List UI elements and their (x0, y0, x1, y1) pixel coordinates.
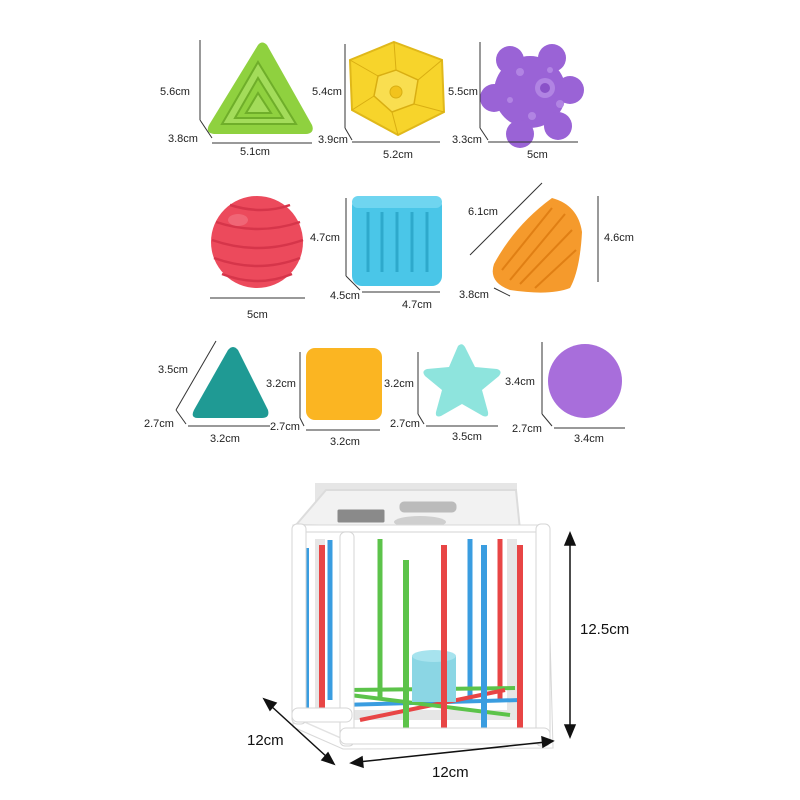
pentagon-height-label: 5.4cm (312, 86, 342, 98)
flat-circle-width-label: 3.4cm (574, 433, 604, 445)
flat-triangle-shape (192, 347, 269, 418)
pentagon-depth-label: 3.9cm (318, 134, 348, 146)
triangle-height-label: 5.6cm (160, 86, 190, 98)
flat-star-depth-label: 2.7cm (390, 418, 420, 430)
cube-height-label: 4.7cm (310, 232, 340, 244)
flat-square-height-label: 3.2cm (266, 378, 296, 390)
flat-circle-shape (548, 344, 622, 418)
flat-triangle-width-label: 3.2cm (210, 433, 240, 445)
flat-triangle-dimension-lines (175, 340, 270, 427)
triangle-dimension-lines (199, 40, 312, 144)
flat-triangle-height-label: 3.5cm (158, 364, 188, 376)
flat-star-height-label: 3.2cm (384, 378, 414, 390)
pentagon-shape (348, 40, 446, 137)
shell-height-label: 4.6cm (604, 232, 634, 244)
cube-toy-width-label: 12cm (432, 764, 469, 781)
flat-square-dimension-lines (299, 352, 380, 431)
triangle-depth-label: 3.8cm (168, 133, 198, 145)
cube-toy-height-label: 12.5cm (580, 621, 630, 638)
flat-triangle-depth-label: 2.7cm (144, 418, 174, 430)
flat-circle-dimension-lines (541, 342, 625, 429)
cube-width-label: 4.7cm (402, 299, 432, 311)
shell-length-label: 6.1cm (468, 206, 498, 218)
flower-shape (480, 44, 584, 148)
shell-dimension-lines (469, 182, 599, 297)
flower-height-label: 5.5cm (448, 86, 478, 98)
flat-circle-height-label: 3.4cm (505, 376, 535, 388)
shape-sorter-cube (291, 483, 554, 750)
cube-shape (352, 196, 442, 286)
cube-dimension-lines (345, 198, 440, 293)
flower-dimension-lines (479, 42, 578, 143)
flat-square-shape (306, 348, 382, 420)
flat-star-shape (423, 344, 501, 417)
flat-circle-depth-label: 2.7cm (512, 423, 542, 435)
flower-width-label: 5cm (527, 149, 548, 161)
flat-square-depth-label: 2.7cm (270, 421, 300, 433)
cube-toy-dimension-arrows (262, 531, 577, 769)
cube-toy-depth-label: 12cm (247, 732, 284, 749)
triangle-width-label: 5.1cm (240, 146, 270, 158)
shell-shape (492, 198, 582, 293)
ball-shape (211, 196, 304, 288)
pentagon-width-label: 5.2cm (383, 149, 413, 161)
triangle-shape (207, 42, 313, 134)
flat-star-width-label: 3.5cm (452, 431, 482, 443)
shell-depth-label: 3.8cm (459, 289, 489, 301)
flower-depth-label: 3.3cm (452, 134, 482, 146)
pentagon-dimension-lines (344, 44, 440, 143)
flat-star-dimension-lines (417, 352, 498, 427)
cube-depth-label: 4.5cm (330, 290, 360, 302)
ball-width-label: 5cm (247, 309, 268, 321)
flat-square-width-label: 3.2cm (330, 436, 360, 448)
